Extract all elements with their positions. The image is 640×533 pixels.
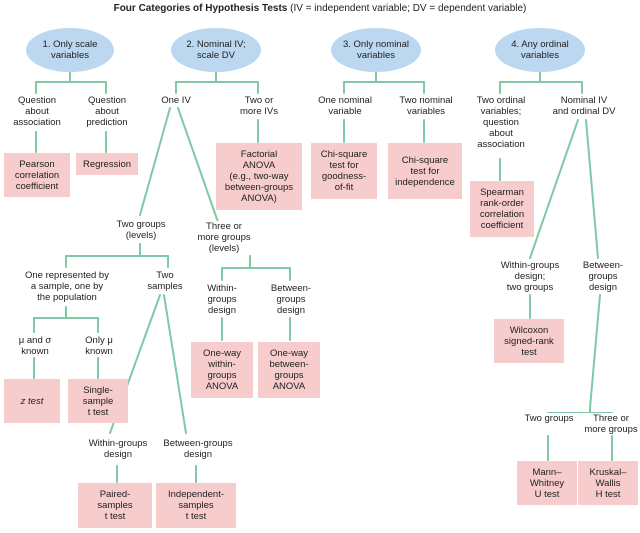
label-nominal-iv-ordinal-dv: Nominal IV and ordinal DV <box>540 95 628 117</box>
test-kruskal-wallis: Kruskal– Wallis H test <box>578 461 638 505</box>
category-any-ordinal: 4. Any ordinal variables <box>495 28 585 72</box>
test-paired-samples-t: Paired- samples t test <box>78 483 152 528</box>
label-one-nominal-variable: One nominal variable <box>308 95 382 117</box>
test-mann-whitney: Mann– Whitney U test <box>517 461 577 505</box>
test-chi-square-goodness-of-fit: Chi-square test for goodness- of-fit <box>311 143 377 199</box>
test-oneway-within-anova: One-way within- groups ANOVA <box>191 342 253 398</box>
label-only-mu-known: Only μ known <box>72 335 126 357</box>
label-between-groups-design-4: Between- groups design <box>572 260 634 293</box>
label-two-groups-levels: Two groups (levels) <box>105 219 177 241</box>
label-mu-sigma-known: μ and σ known <box>8 335 62 357</box>
diagram-title: Four Categories of Hypothesis Tests (IV … <box>0 3 640 15</box>
label-between-groups-design-t: Between-groups design <box>150 438 246 460</box>
test-factorial-anova: Factorial ANOVA (e.g., two-way between-g… <box>216 143 302 210</box>
test-regression: Regression <box>76 153 138 175</box>
label-two-or-more-ivs: Two or more IVs <box>228 95 290 117</box>
label-question-association: Question about association <box>0 95 74 128</box>
label-two-ordinal-variables: Two ordinal variables; question about as… <box>466 95 536 150</box>
category-only-scale: 1. Only scale variables <box>26 28 114 72</box>
label-three-groups-levels: Three or more groups (levels) <box>185 221 263 254</box>
label-within-groups-two-groups: Within-groups design; two groups <box>484 260 576 293</box>
diagram-title-bold: Four Categories of Hypothesis Tests <box>113 3 288 14</box>
label-one-iv: One IV <box>150 95 202 106</box>
label-two-groups-4: Two groups <box>510 413 588 424</box>
category-only-nominal: 3. Only nominal variables <box>331 28 421 72</box>
test-chi-square-independence: Chi-square test for independence <box>388 143 462 199</box>
label-within-groups-design: Within- groups design <box>196 283 248 316</box>
test-z: z test <box>4 379 60 423</box>
diagram-title-rest: (IV = independent variable; DV = depende… <box>287 3 527 14</box>
label-two-samples: Two samples <box>140 270 190 292</box>
test-spearman: Spearman rank-order correlation coeffici… <box>470 181 534 237</box>
test-oneway-between-anova: One-way between- groups ANOVA <box>258 342 320 398</box>
label-two-nominal-variables: Two nominal variables <box>390 95 462 117</box>
label-one-sample-population: One represented by a sample, one by the … <box>12 270 122 303</box>
test-independent-samples-t: Independent- samples t test <box>156 483 236 528</box>
category-nominal-iv-scale-dv: 2. Nominal IV; scale DV <box>171 28 261 72</box>
test-wilcoxon: Wilcoxon signed-rank test <box>494 319 564 363</box>
label-within-groups-design-t: Within-groups design <box>72 438 164 460</box>
test-pearson: Pearson correlation coefficient <box>4 153 70 197</box>
test-single-sample-t: Single- sample t test <box>68 379 128 423</box>
label-between-groups-design: Between- groups design <box>262 283 320 316</box>
label-three-groups-4: Three or more groups <box>580 413 640 435</box>
label-question-prediction: Question about prediction <box>74 95 140 128</box>
